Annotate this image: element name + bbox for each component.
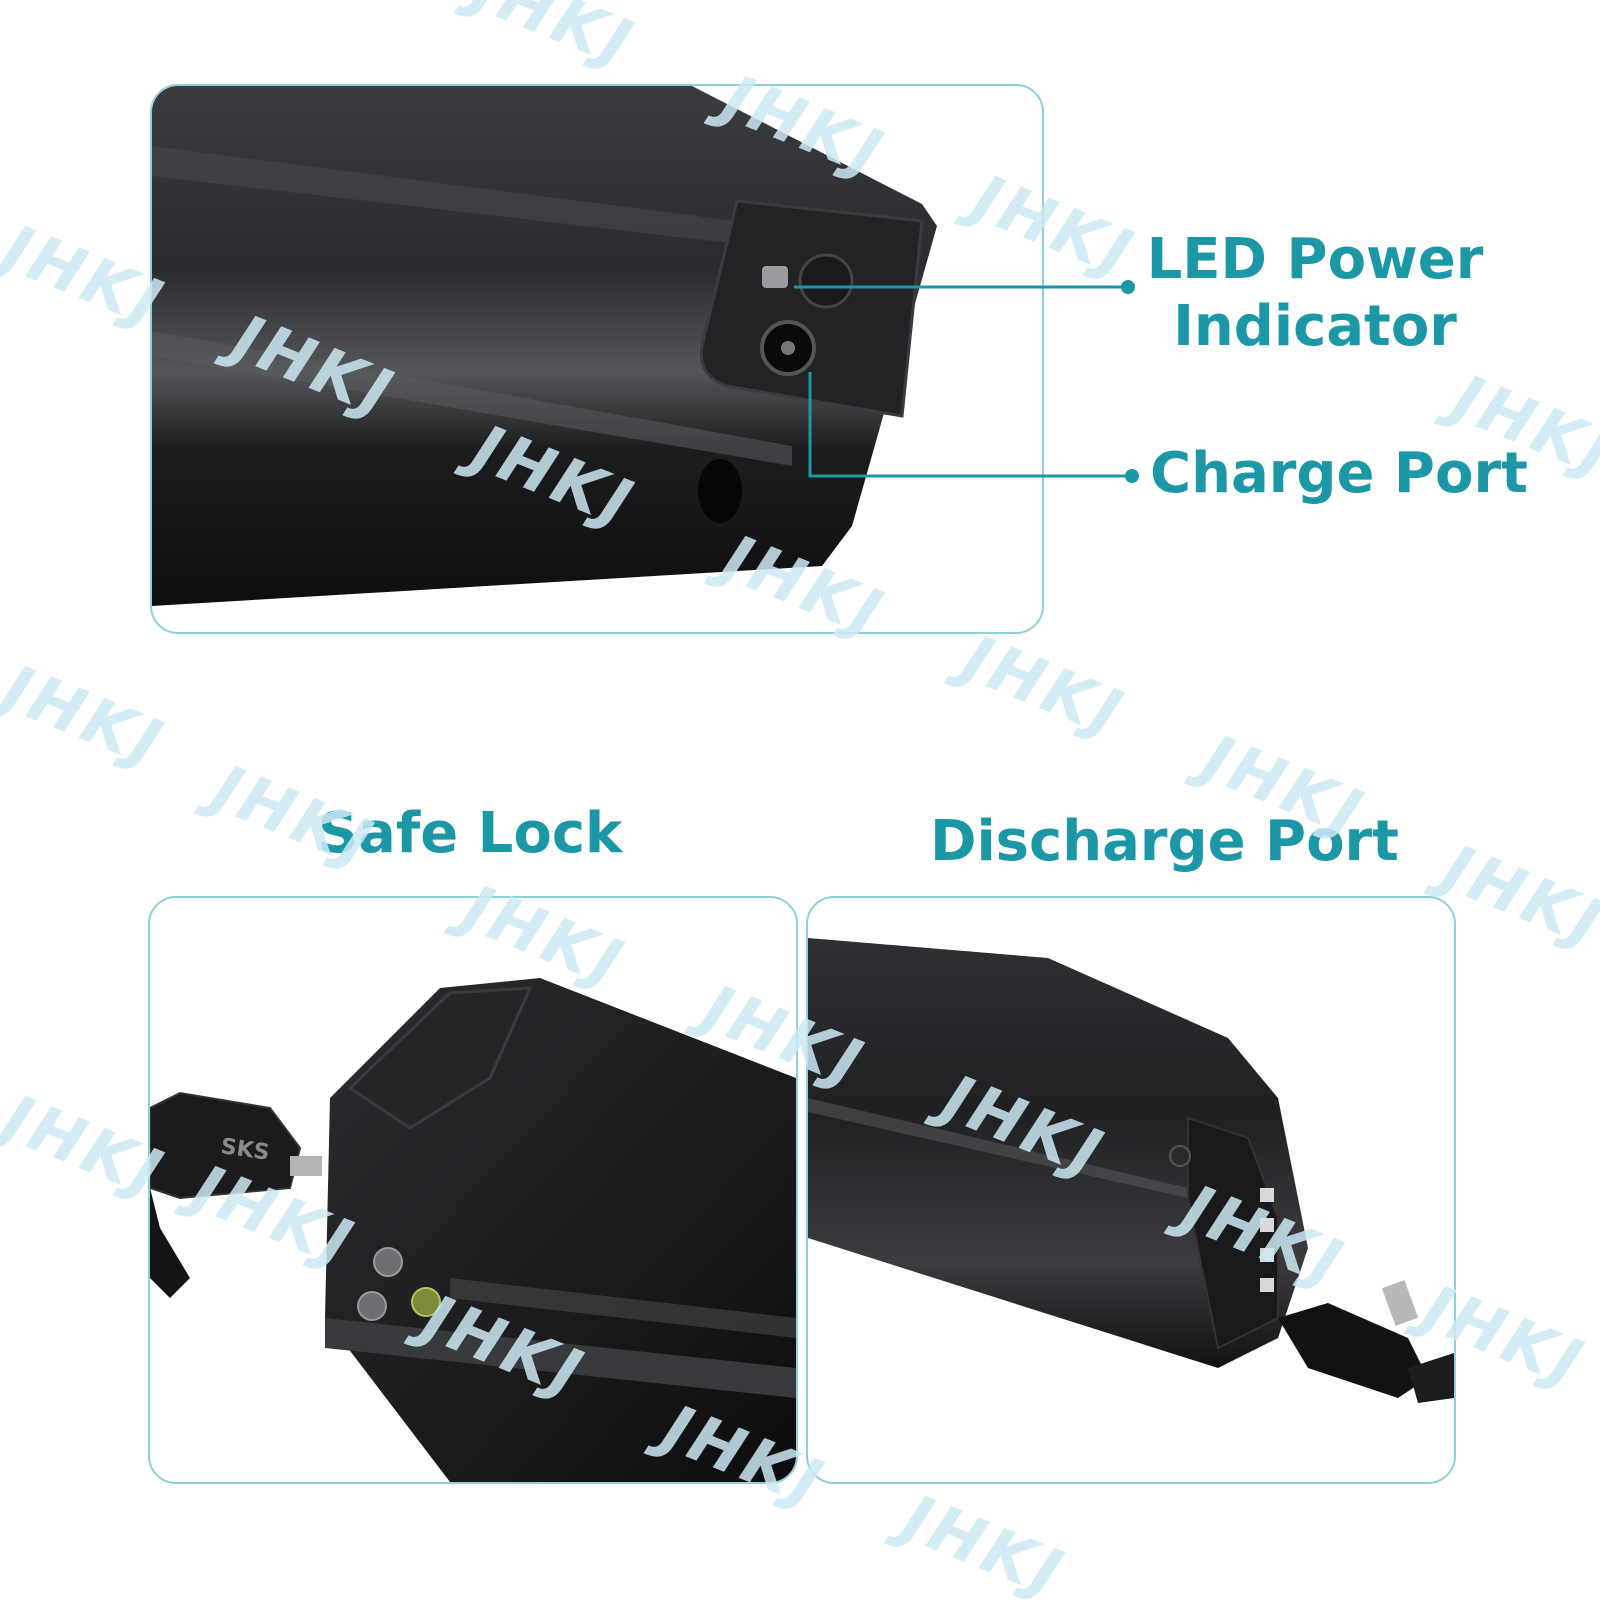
key-icon: SKS <box>150 1091 322 1298</box>
discharge-port-panel <box>806 896 1456 1484</box>
watermark: JHKJ <box>462 0 645 83</box>
safe-lock-image: SKS <box>150 978 796 1482</box>
discharge-port-image <box>808 938 1454 1403</box>
led-label-line1: LED Power <box>1146 227 1484 292</box>
led-indicator-icon <box>762 266 788 288</box>
safe-lock-label: Safe Lock <box>317 801 623 866</box>
discharge-pin-1-icon <box>1260 1188 1274 1202</box>
safe-lock-panel: SKS <box>148 896 798 1484</box>
key-icon <box>1278 1280 1454 1403</box>
watermark: JHKJ <box>892 1481 1075 1613</box>
led-label-line2: Indicator <box>1173 294 1457 360</box>
power-button-icon <box>798 253 854 309</box>
discharge-pin-3-icon <box>1260 1248 1274 1262</box>
watermark: JHKJ <box>952 621 1135 753</box>
discharge-pin-2-icon <box>1260 1218 1274 1232</box>
watermark: JHKJ <box>0 211 175 343</box>
battery-top-image <box>152 86 937 606</box>
led-power-indicator-label: LED Power Indicator <box>1145 226 1485 360</box>
charge-port-label: Charge Port <box>1150 441 1528 506</box>
battery-top-panel <box>150 84 1044 634</box>
watermark: JHKJ <box>0 651 175 783</box>
discharge-pin-4-icon <box>1260 1278 1274 1292</box>
watermark: JHKJ <box>1432 831 1600 963</box>
discharge-port-label: Discharge Port <box>930 809 1399 874</box>
